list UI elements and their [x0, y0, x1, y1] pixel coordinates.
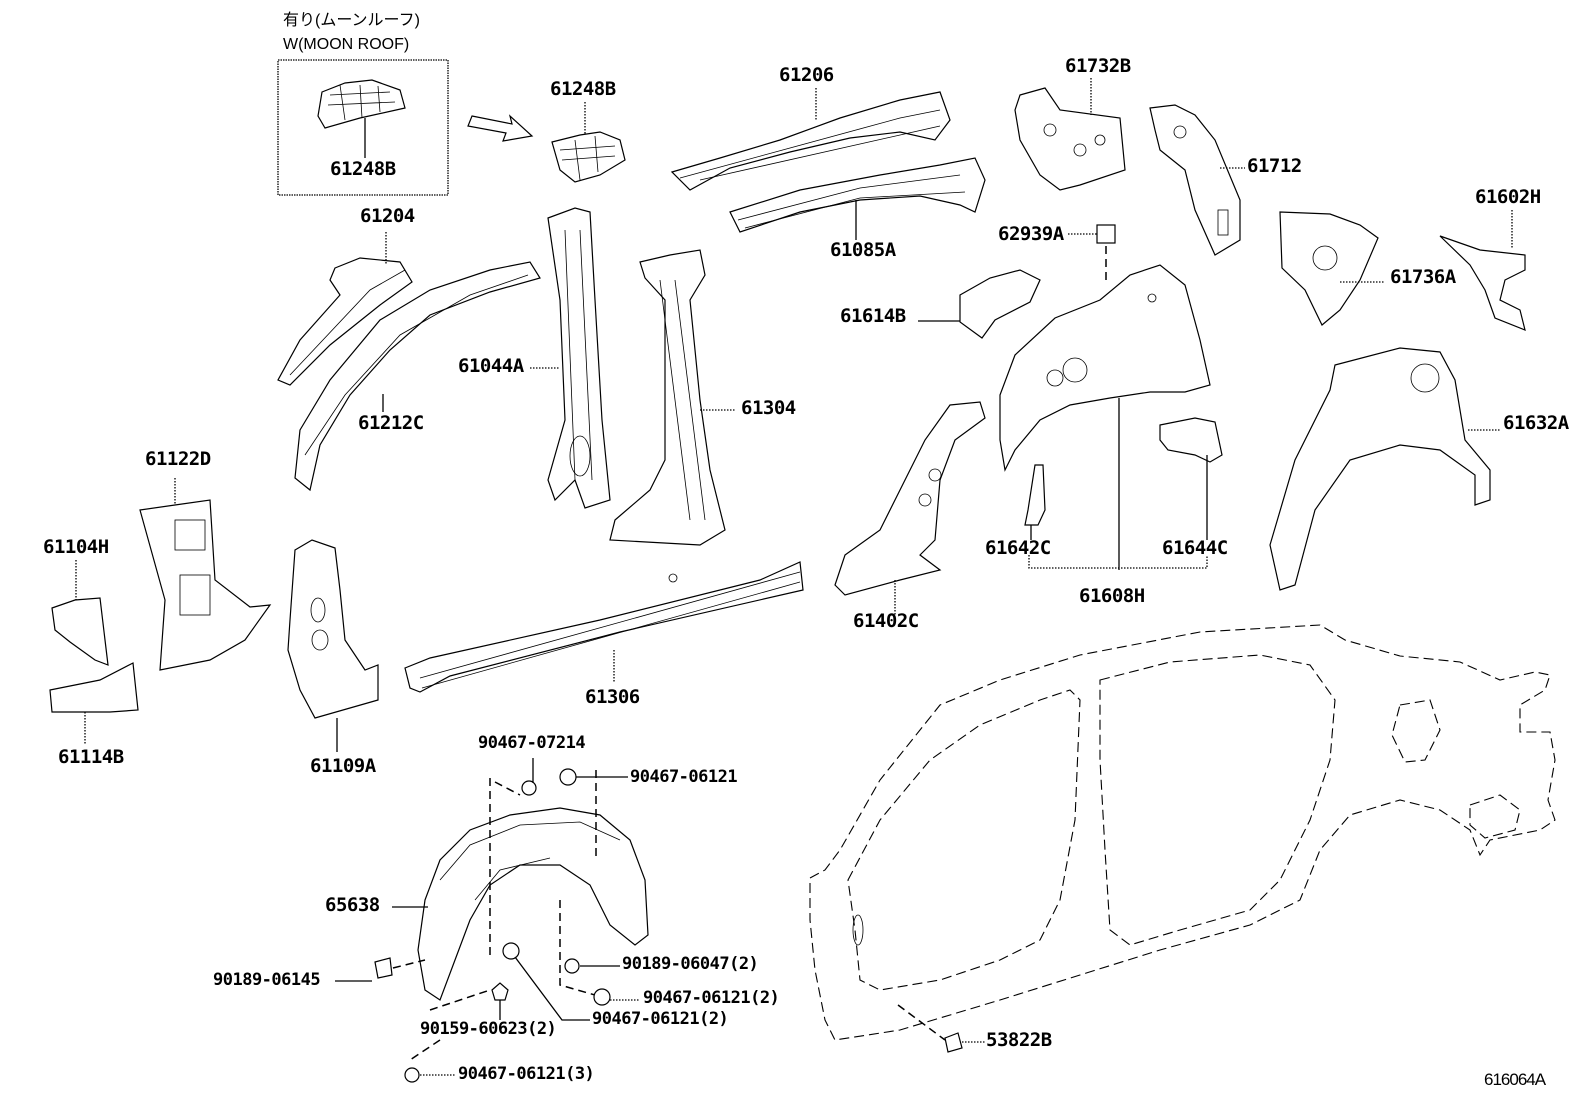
- fastener-90467-06121-mid-shape[interactable]: [502, 942, 590, 1021]
- fastener-label-90189-06047[interactable]: 90189-06047(2): [622, 954, 759, 974]
- part-61304-shape[interactable]: [609, 249, 735, 546]
- part-61248B-shape[interactable]: [551, 102, 626, 183]
- part-label-65638[interactable]: 65638: [325, 894, 380, 916]
- fastener-90467-07214-shape[interactable]: [489, 758, 537, 960]
- fastener-label-90467-07214[interactable]: 90467-07214: [478, 733, 586, 753]
- fastener-90467-06121-right-shape[interactable]: [593, 988, 640, 1006]
- fastener-90189-06047-shape[interactable]: [559, 900, 620, 996]
- part-label-61614B[interactable]: 61614B: [840, 305, 906, 327]
- fastener-label-90467-06121-right[interactable]: 90467-06121(2): [643, 988, 780, 1008]
- part-label-61602H[interactable]: 61602H: [1475, 186, 1541, 208]
- part-label-61402C[interactable]: 61402C: [853, 610, 919, 632]
- part-65638-shape[interactable]: [392, 807, 649, 1001]
- part-label-61114B[interactable]: 61114B: [58, 746, 124, 768]
- part-61402C-shape[interactable]: [834, 401, 986, 615]
- part-61204-shape[interactable]: [277, 232, 413, 386]
- diagram-reference-code: 616064A: [1484, 1070, 1546, 1089]
- fastener-label-90159-60623[interactable]: 90159-60623(2): [420, 1019, 557, 1039]
- part-label-61642C[interactable]: 61642C: [985, 537, 1051, 559]
- fastener-90189-06145-shape[interactable]: [335, 957, 426, 982]
- part-61732B-shape[interactable]: [1014, 78, 1126, 191]
- part-61614B-shape[interactable]: [918, 269, 1041, 339]
- part-61602H-shape[interactable]: [1439, 210, 1526, 331]
- moon-roof-note-jp: 有り(ムーンルーフ): [283, 12, 420, 29]
- part-61306-shape[interactable]: [404, 561, 804, 693]
- part-61712-shape[interactable]: [1149, 104, 1245, 256]
- part-label-61608H[interactable]: 61608H: [1079, 585, 1145, 607]
- part-61644C-shape[interactable]: [1159, 417, 1223, 540]
- fastener-90467-06121-bottom-shape[interactable]: [404, 1067, 455, 1083]
- part-label-61632A[interactable]: 61632A: [1503, 412, 1569, 434]
- fastener-90467-06121-top-shape[interactable]: [559, 768, 628, 860]
- part-61085A-shape[interactable]: [729, 157, 986, 240]
- fastener-label-90467-06121-bottom[interactable]: 90467-06121(3): [458, 1064, 595, 1084]
- part-label-61122D[interactable]: 61122D: [145, 448, 211, 470]
- part-label-61109A[interactable]: 61109A: [310, 755, 376, 777]
- part-label-61104H[interactable]: 61104H: [43, 536, 109, 558]
- part-label-61712[interactable]: 61712: [1247, 155, 1302, 177]
- part-61122D-shape[interactable]: [139, 478, 272, 671]
- fastener-label-90467-06121-top[interactable]: 90467-06121: [630, 767, 738, 787]
- part-label-53822B[interactable]: 53822B: [986, 1029, 1052, 1051]
- part-label-61085A[interactable]: 61085A: [830, 239, 896, 261]
- replacement-arrow-icon: [467, 114, 534, 142]
- part-61608H-shape[interactable]: [999, 264, 1211, 570]
- moon-roof-inset-box: [277, 59, 449, 196]
- fastener-label-90467-06121-mid[interactable]: 90467-06121(2): [592, 1009, 729, 1029]
- part-label-61044A[interactable]: 61044A: [458, 355, 524, 377]
- part-label-61206[interactable]: 61206: [779, 64, 834, 86]
- fastener-53822B-shape[interactable]: [944, 1032, 985, 1053]
- part-label-61732B[interactable]: 61732B: [1065, 55, 1131, 77]
- part-61044A-shape[interactable]: [530, 207, 611, 509]
- moon-roof-note-en: W(MOON ROOF): [283, 36, 410, 53]
- part-label-61248B-inset[interactable]: 61248B: [330, 158, 396, 180]
- fastener-label-90189-06145[interactable]: 90189-06145: [213, 970, 321, 990]
- part-label-61644C[interactable]: 61644C: [1162, 537, 1228, 559]
- part-61642C-shape[interactable]: [1024, 464, 1046, 540]
- part-label-62939A[interactable]: 62939A: [998, 223, 1064, 245]
- part-label-61204[interactable]: 61204: [360, 205, 415, 227]
- part-label-61248B[interactable]: 61248B: [550, 78, 616, 100]
- part-label-61736A[interactable]: 61736A: [1390, 266, 1456, 288]
- part-label-61212C[interactable]: 61212C: [358, 412, 424, 434]
- part-61104H-shape[interactable]: [51, 560, 109, 666]
- body-side-outline: [809, 624, 1556, 1041]
- part-62939A-shape[interactable]: [1068, 224, 1116, 280]
- part-61736A-shape[interactable]: [1279, 211, 1385, 326]
- fastener-90159-60623-shape[interactable]: [409, 982, 509, 1061]
- part-61632A-shape[interactable]: [1269, 347, 1500, 591]
- part-61109A-shape[interactable]: [287, 539, 379, 752]
- part-61114B-shape[interactable]: [49, 662, 139, 745]
- part-label-61306[interactable]: 61306: [585, 686, 640, 708]
- part-label-61304[interactable]: 61304: [741, 397, 796, 419]
- part-61212C-shape[interactable]: [294, 261, 541, 492]
- part-61206-shape[interactable]: [670, 88, 951, 191]
